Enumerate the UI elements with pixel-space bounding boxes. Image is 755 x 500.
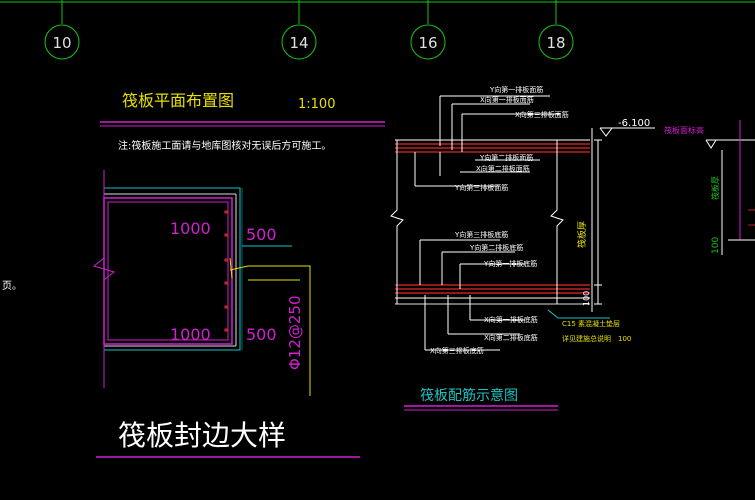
grid-axis-10: 10 bbox=[44, 0, 80, 60]
far-right-detail bbox=[705, 120, 755, 255]
side-label: 筏板厚 bbox=[710, 176, 720, 200]
rebar-label: Y向第三排板面筋 bbox=[454, 183, 508, 192]
rebar-label: X向第一排板底筋 bbox=[484, 315, 538, 324]
construction-note: 注:筏板施工面请与地库图核对无误后方可施工。 bbox=[118, 139, 331, 152]
rebar-label: Y向第二排板面筋 bbox=[479, 153, 533, 162]
edge-dim-right-top: 500 bbox=[246, 225, 277, 244]
left-fragment-text: 页。 bbox=[2, 280, 22, 292]
rebar-label: X向第三排板底筋 bbox=[430, 346, 484, 355]
grid-label: 10 bbox=[52, 34, 71, 52]
rebar-label: Y向第一排板底筋 bbox=[483, 259, 537, 268]
edge-rebar-label: Φ12@250 bbox=[286, 295, 304, 370]
rebar-label: Y向第三排板底筋 bbox=[454, 230, 508, 239]
rebar-label: Y向第一排板面筋 bbox=[489, 85, 543, 94]
rebar-label: X向第一排板面筋 bbox=[480, 95, 534, 104]
edge-detail-title: 筏板封边大样 bbox=[118, 419, 286, 452]
rebar-label: X向第三排板面筋 bbox=[515, 110, 569, 119]
grid-axis-18: 18 bbox=[538, 0, 574, 60]
grid-label: 18 bbox=[546, 34, 565, 52]
side-dim: 100 bbox=[711, 237, 721, 254]
elevation-label: -6.100 bbox=[618, 118, 650, 129]
plan-title: 筏板平面布置图 bbox=[122, 91, 234, 110]
dim-100a: 100 bbox=[582, 291, 591, 306]
rebar-label: Y向第二排板底筋 bbox=[469, 243, 523, 252]
edge-dim-top: 1000 bbox=[170, 219, 211, 238]
edge-detail-drawing bbox=[92, 170, 311, 396]
edge-dim-bottom: 1000 bbox=[170, 325, 211, 344]
edge-dim-right-bottom: 500 bbox=[246, 325, 277, 344]
cushion-label: C15 素混凝土垫层 bbox=[562, 319, 620, 328]
plan-scale: 1:100 bbox=[298, 97, 335, 112]
raft-top-label: 筏板面标高 bbox=[664, 125, 704, 135]
rebar-label: X向第二排板底筋 bbox=[484, 333, 538, 342]
rebar-diagram bbox=[390, 95, 655, 351]
rebar-label: X向第二排板面筋 bbox=[476, 164, 530, 173]
grid-label: 16 bbox=[418, 34, 437, 52]
grid-label: 14 bbox=[289, 34, 308, 52]
grid-axis-14: 14 bbox=[281, 0, 317, 60]
rebar-diagram-title: 筏板配筋示意图 bbox=[420, 387, 518, 404]
grid-axis-16: 16 bbox=[410, 0, 446, 60]
cushion-sub-note: 详见建施总说明 bbox=[562, 334, 611, 343]
cushion-sub-dim: 100 bbox=[618, 335, 631, 343]
raft-thickness-label: 筏板厚 bbox=[576, 221, 588, 248]
